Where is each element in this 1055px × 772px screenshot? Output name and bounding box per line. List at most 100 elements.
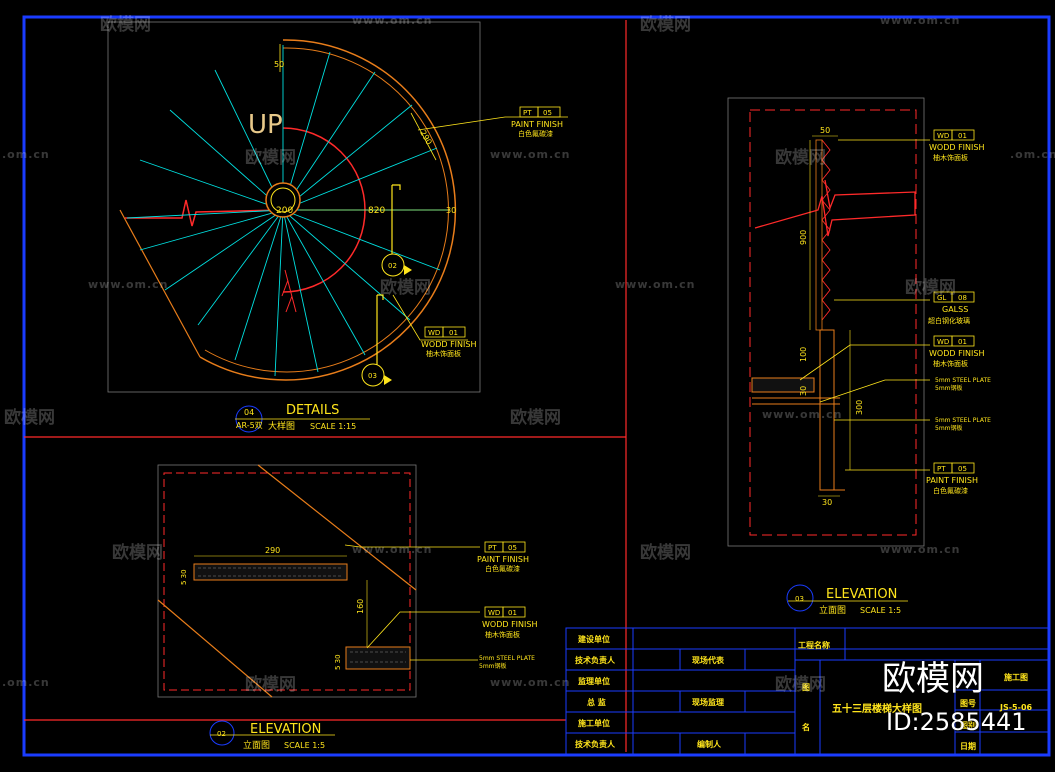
watermark-logo: 欧模网 [245,675,296,695]
elev03-tag-wd1-en: WODD FINISH [929,143,984,152]
plan-tag-wd-num: 01 [449,329,458,337]
elev03-dim-100: 100 [799,347,808,362]
elev03-tag-wd2-num: 01 [958,338,967,346]
brand-logo-text: 欧模网 [882,659,984,699]
dim-center: 200 [276,206,293,216]
elev03-tag-pt-en: PAINT FINISH [926,476,978,485]
dim-radius: 820 [368,206,385,216]
plan-tag-wd-code: WD [428,329,440,337]
watermark-url: www.om.cn [880,14,961,27]
elev03-steel1-cn: 5mm钢板 [935,384,963,392]
tb-sheet-no-label: 图号 [960,699,976,708]
watermark-logo: 欧模网 [640,543,691,563]
tb-contractor: 施工单位 [578,718,610,728]
tb-drawing-title: 五十三层楼梯大样图 [832,702,922,715]
detail-title-num: 04 [244,408,254,417]
elev02-tag-wd-code: WD [488,609,500,617]
elev03-tag-wd2-cn: 柚木饰面板 [933,359,968,368]
elev02-title-en: ELEVATION [250,722,321,737]
tb-date-label: 日期 [960,741,976,751]
plan-tag-wd-en: WODD FINISH [421,340,476,349]
elev03-title-scale: SCALE 1:5 [860,606,901,615]
title-block-grid [565,627,1049,755]
spiral-stair-plan [107,21,568,433]
tb-tech-lead-1: 技术负责人 [575,655,616,665]
elev03-tag-gl-code: GL [937,294,946,302]
watermark-url: www.om.cn [762,408,843,421]
plan-tag-pt-en: PAINT FINISH [511,120,563,129]
watermark-logo: 欧模网 [4,408,55,428]
elev03-tag-pt-cn: 白色氟碳漆 [933,486,968,495]
watermark-url: www.om.cn [615,278,696,291]
panel-dividers [24,20,627,752]
elev02-title-scale: SCALE 1:5 [284,741,325,750]
plan-tag-pt-num: 05 [543,109,552,117]
watermark-url: www.om.cn [490,676,571,689]
elev03-tag-pt-num: 05 [958,465,967,473]
elev03-title-num: 03 [795,595,804,603]
elev03-tag-pt-code: PT [937,465,946,473]
detail-title-cn: 大样图 [268,420,295,432]
elev02-dim-width: 290 [265,546,280,555]
watermark-url: .om.cn [2,676,50,689]
elev03-tag-wd1-cn: 柚木饰面板 [933,153,968,162]
watermark-logo: 欧模网 [640,15,691,35]
elev02-title-num: 02 [217,730,226,738]
outer-frame [22,15,1051,757]
callout-03-label: 03 [368,372,377,380]
elev02-steel-cn: 5mm钢板 [479,662,507,670]
watermark-url: www.om.cn [490,148,571,161]
elev03-title-cn: 立面图 [819,604,846,616]
elev03-tag-wd2-code: WD [937,338,949,346]
plan-tag-pt-code: PT [523,109,532,117]
elev03-dim-50: 50 [820,126,830,135]
elev03-tag-wd2-en: WODD FINISH [929,349,984,358]
elevation-03-drawing [727,97,975,612]
watermark-logo: 欧模网 [100,15,151,35]
elev03-steel2-cn: 5mm钢板 [935,424,963,432]
elev02-title-cn: 立面图 [243,739,270,751]
tb-supervisor-unit: 监理单位 [578,676,610,686]
elev02-tag-pt-code: PT [488,544,497,552]
elev02-tag-pt-cn: 白色氟碳漆 [485,564,520,573]
watermark-logo: 欧模网 [510,408,561,428]
elev03-steel1-en: 5mm STEEL PLATE [935,377,991,384]
tb-client: 建设单位 [577,634,610,644]
title-02-marker [209,720,235,746]
elev03-dim-300: 300 [855,400,864,415]
elev02-steel-en: 5mm STEEL PLATE [479,655,535,662]
elev03-dim-30b: 30 [822,498,832,507]
watermark-logo: 欧模网 [112,543,163,563]
tb-drawing-label-1: 图 [802,683,810,692]
tb-sheet-label: 图别 [960,721,976,730]
tb-drawing-label-2: 名 [802,722,810,732]
watermark-logo: 欧模网 [775,675,826,695]
elev03-tag-gl-cn: 超白钢化玻璃 [928,316,970,325]
elev02-dim-530-a: 5 30 [180,569,188,585]
watermark-url: .om.cn [1010,148,1055,161]
watermark-logo: 欧模网 [245,148,296,168]
elev03-steel2-en: 5mm STEEL PLATE [935,417,991,424]
watermark-logo: 欧模网 [380,278,431,298]
detail-title-sheet: AR-5双 [236,421,263,430]
dim-top: 50 [274,60,284,69]
tb-project-name: 工程名称 [798,640,830,650]
elev03-tag-wd1-code: WD [937,132,949,140]
elev03-dim-30a: 30 [799,386,808,396]
elev03-tag-gl-en: GALSS [942,305,968,314]
elev02-tag-pt-num: 05 [508,544,517,552]
elev02-tag-wd-num: 01 [508,609,517,617]
elev02-dim-160: 160 [356,599,365,614]
title-03-marker [786,584,814,612]
detail-title-scale: SCALE 1:15 [310,422,356,431]
callout-02-label: 02 [388,262,397,270]
tb-code-value: JS-5-06 [999,703,1033,712]
elev03-tag-wd1-num: 01 [958,132,967,140]
elev02-tag-wd-en: WODD FINISH [482,620,537,629]
watermark-url: www.om.cn [352,543,433,556]
elev02-dim-530-b: 5 30 [334,654,342,670]
elev02-tag-pt-en: PAINT FINISH [477,555,529,564]
watermark-url: www.om.cn [352,14,433,27]
tb-site-supervisor: 现场监理 [692,697,724,707]
